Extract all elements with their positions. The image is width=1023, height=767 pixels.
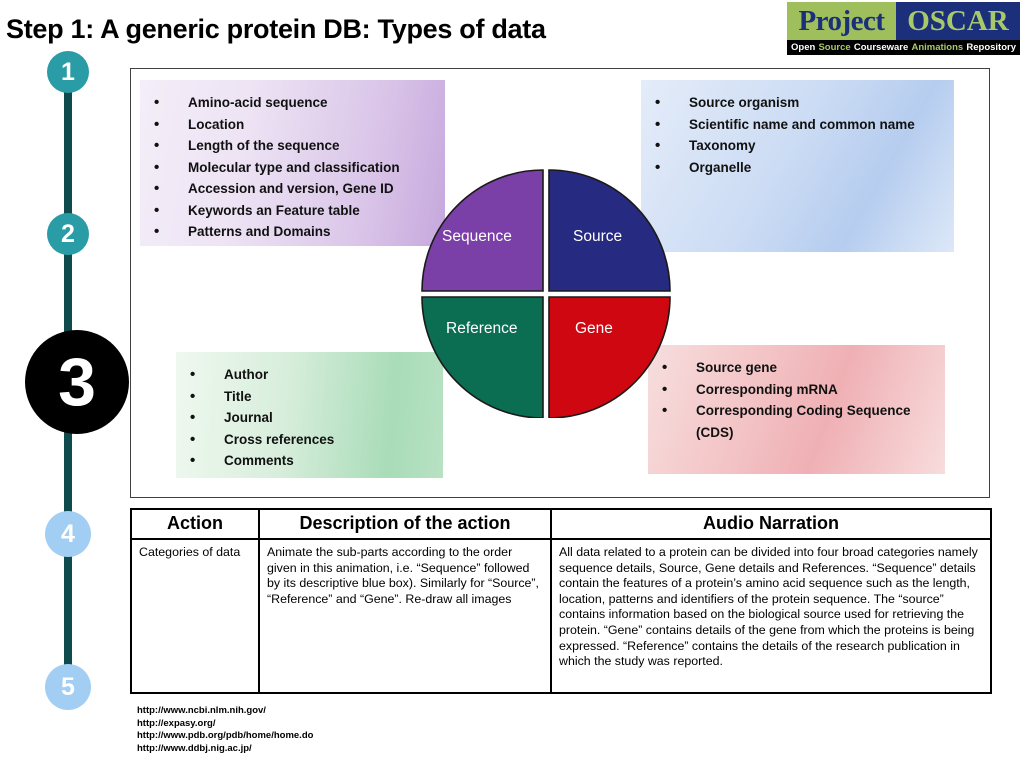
logo-wordmark: Project OSCAR	[787, 2, 1020, 40]
bullet-icon: •	[655, 137, 661, 154]
list-item: •Molecular type and classification	[154, 157, 435, 179]
sequence-bullet-list: •Amino-acid sequence •Location •Length o…	[154, 92, 435, 243]
pie-slice-sequence[interactable]	[421, 169, 544, 292]
tagline-word-courseware: Courseware	[853, 42, 909, 53]
logo-project-text: Project	[787, 2, 896, 40]
list-item: •Comments	[190, 450, 433, 472]
bullet-icon: •	[154, 223, 160, 240]
list-item: •Source organism	[655, 92, 944, 114]
bullet-icon: •	[190, 452, 196, 469]
page-title: Step 1: A generic protein DB: Types of d…	[6, 14, 546, 44]
bullet-icon: •	[154, 180, 160, 197]
list-item: •Corresponding Coding Sequence (CDS)	[662, 402, 911, 440]
tagline-word-open: Open	[791, 42, 816, 53]
list-item: •Organelle	[655, 157, 944, 179]
info-box-reference: •Author •Title •Journal •Cross reference…	[176, 352, 443, 478]
bullet-icon: •	[154, 201, 160, 219]
bullet-icon: •	[655, 115, 661, 133]
footer-link-list: http://www.ncbi.nlm.nih.gov/ http://expa…	[137, 705, 313, 755]
list-item: •Patterns and Domains	[154, 221, 435, 243]
list-item: •Corresponding mRNA	[662, 379, 935, 401]
list-item: •Author	[190, 364, 433, 386]
pie-slice-source[interactable]	[548, 169, 671, 292]
info-box-gene: •Source gene •Corresponding mRNA •Corres…	[648, 345, 945, 474]
reference-bullet-list: •Author •Title •Journal •Cross reference…	[190, 364, 433, 472]
footer-link-expasy[interactable]: http://expasy.org/	[137, 717, 216, 729]
column-header-audio-narration: Audio Narration	[550, 508, 992, 540]
timeline-step-3-active[interactable]: 3	[25, 330, 129, 434]
list-item: •Scientific name and common name	[655, 114, 944, 136]
footer-link-ncbi[interactable]: http://www.ncbi.nlm.nih.gov/	[137, 705, 266, 716]
timeline-step-4[interactable]: 4	[45, 511, 91, 557]
bullet-icon: •	[662, 402, 668, 419]
logo-oscar-text: OSCAR	[896, 2, 1020, 40]
gene-bullet-list: •Source gene •Corresponding mRNA •Corres…	[662, 357, 935, 443]
list-item: •Accession and version, Gene ID	[154, 178, 435, 200]
bullet-icon: •	[190, 366, 196, 383]
footer-link-pdb[interactable]: http://www.pdb.org/pdb/home/home.do	[137, 730, 314, 742]
timeline-step-2[interactable]: 2	[47, 213, 89, 255]
project-oscar-logo: Project OSCAR Open Source Courseware Ani…	[787, 2, 1020, 55]
cell-action-text: Categories of data	[139, 545, 241, 559]
bullet-icon: •	[190, 409, 196, 426]
list-item: •Journal	[190, 407, 433, 429]
bullet-icon: •	[662, 380, 668, 398]
list-item: •Title	[190, 386, 433, 408]
info-box-source: •Source organism •Scientific name and co…	[641, 80, 954, 252]
logo-tagline: Open Source Courseware Animations Reposi…	[787, 40, 1020, 55]
tagline-word-animations: Animations	[911, 42, 964, 53]
bullet-icon: •	[190, 387, 196, 405]
cell-description-text: Animate the sub-parts according to the o…	[267, 545, 539, 606]
table-header-row: Action Description of the action Audio N…	[130, 508, 992, 540]
pie-slice-gene[interactable]	[548, 296, 671, 418]
column-header-description: Description of the action	[258, 508, 552, 540]
tagline-word-repository: Repository	[966, 42, 1016, 53]
cell-description: Animate the sub-parts according to the o…	[258, 538, 552, 694]
pie-slice-reference[interactable]	[421, 296, 544, 418]
table-row: Categories of data Animate the sub-parts…	[130, 538, 992, 694]
cell-action: Categories of data	[130, 538, 260, 694]
column-header-action: Action	[130, 508, 260, 540]
list-item: •Keywords an Feature table	[154, 200, 435, 222]
bullet-icon: •	[154, 94, 160, 111]
list-item: •Source gene	[662, 357, 935, 379]
bullet-icon: •	[154, 158, 160, 176]
bullet-icon: •	[655, 94, 661, 111]
storyboard-table: Action Description of the action Audio N…	[130, 508, 992, 694]
bullet-icon: •	[190, 430, 196, 448]
tagline-word-source: Source	[818, 42, 851, 53]
footer-link-ddbj[interactable]: http://www.ddbj.nig.ac.jp/	[137, 742, 252, 754]
cell-audio: All data related to a protein can be div…	[550, 538, 992, 694]
list-item: •Location	[154, 114, 435, 136]
list-item: •Length of the sequence	[154, 135, 435, 157]
bullet-icon: •	[154, 115, 160, 133]
bullet-icon: •	[662, 359, 668, 376]
timeline-step-1[interactable]: 1	[47, 51, 89, 93]
info-box-sequence: •Amino-acid sequence •Location •Length o…	[140, 80, 445, 246]
list-item: •Cross references	[190, 429, 433, 451]
source-bullet-list: •Source organism •Scientific name and co…	[655, 92, 944, 178]
timeline-step-5[interactable]: 5	[45, 664, 91, 710]
cell-audio-text: All data related to a protein can be div…	[559, 545, 978, 669]
category-pie-chart	[421, 169, 671, 418]
bullet-icon: •	[655, 158, 661, 176]
list-item: •Amino-acid sequence	[154, 92, 435, 114]
bullet-icon: •	[154, 137, 160, 154]
list-item: •Taxonomy	[655, 135, 944, 157]
